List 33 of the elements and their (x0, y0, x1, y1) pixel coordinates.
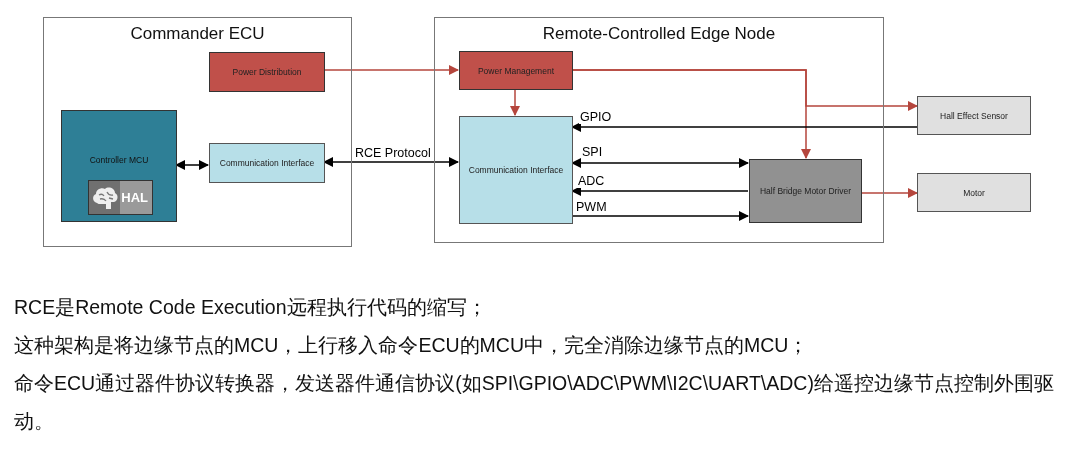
power-distribution-box: Power Distribution (209, 52, 325, 92)
mcu-box (61, 110, 177, 222)
power-management-box: Power Management (459, 51, 573, 90)
edge-label: GPIO (579, 111, 613, 124)
edge-label: RCE Protocol (354, 147, 432, 160)
note-text: 这种架构是将边缘节点的MCU，上行移入命令ECU的MCU中，完全消除边缘节点的MCU； (14, 333, 810, 358)
hal-box (88, 180, 153, 215)
note-text: RCE是Remote Code Execution远程执行代码的缩写； (14, 295, 488, 320)
arrow (571, 211, 749, 221)
edge-node-panel (434, 17, 884, 243)
panel-title: Commander ECU (129, 24, 266, 44)
arrow (860, 188, 918, 198)
sensor-box: Hall Effect Sensor (917, 96, 1031, 135)
interface-box: Communication Interface (209, 143, 325, 183)
panel-title: Remote-Controlled Edge Node (541, 24, 777, 44)
note-text: 命令ECU通过器件协议转换器，发送器件通信协议(如SPI\GPIO\ADC\PWM\I2C\UART\ADC)给遥控边缘节点控制外围驱动。 (14, 371, 1055, 434)
motor-driver-box: Half Bridge Motor Driver (749, 159, 862, 223)
arrow (571, 186, 749, 196)
arrow (510, 88, 520, 116)
arrow (175, 160, 209, 170)
arrow (571, 122, 918, 132)
arrow (571, 69, 918, 111)
arrow (323, 157, 459, 167)
arrow (571, 158, 749, 168)
hal-label: HAL (121, 190, 148, 205)
motor-box: Motor (917, 173, 1031, 212)
edge-label: ADC (577, 175, 606, 188)
box-title: Controller MCU (88, 155, 150, 165)
edge-label: SPI (581, 146, 604, 159)
interface-box: Communication Interface (459, 116, 573, 224)
ecu-panel (43, 17, 352, 247)
arrow (323, 65, 459, 75)
edge-label: PWM (575, 201, 608, 214)
